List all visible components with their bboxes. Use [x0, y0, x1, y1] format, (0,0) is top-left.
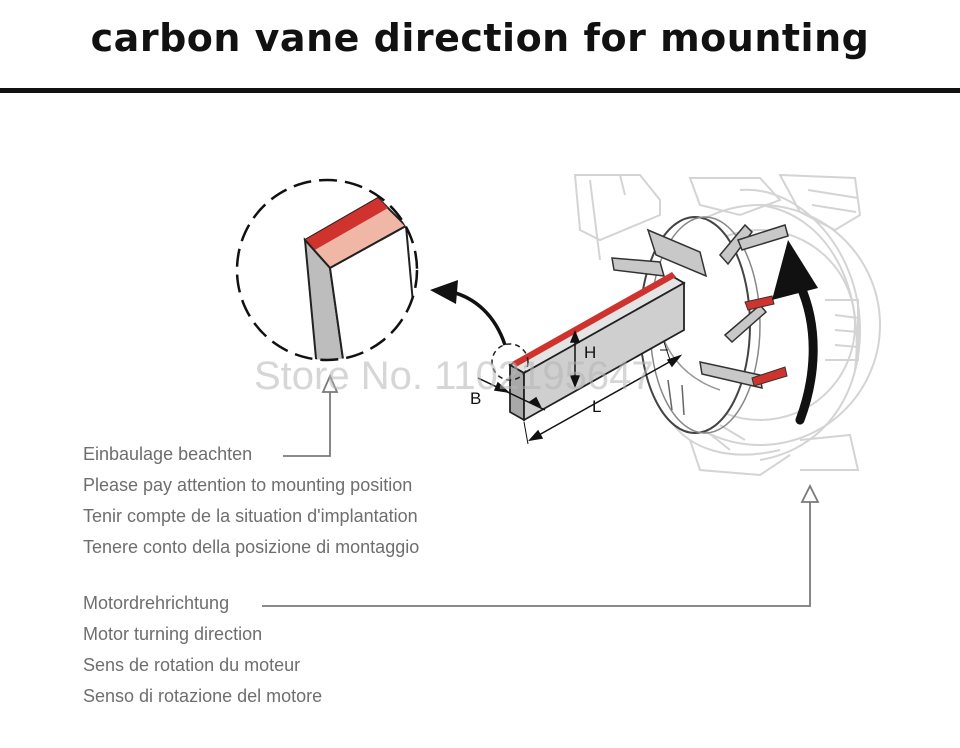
rotation-callout-line — [262, 483, 820, 607]
pump-housing-drawing — [573, 173, 881, 477]
magnified-detail — [235, 178, 419, 362]
watermark-text: Store No. 1102195647 — [254, 354, 654, 398]
dimension-b-label: B — [470, 389, 481, 408]
title-underline — [0, 88, 960, 93]
rotor — [611, 216, 789, 434]
magnify-arrow-icon — [430, 280, 507, 346]
dimension-lines — [477, 329, 683, 445]
header: carbon vane direction for mounting — [0, 0, 960, 93]
detail-marker-circle — [491, 343, 529, 381]
rotation-label-fr: Sens de rotation du moteur — [83, 655, 301, 675]
mounting-label-fr: Tenir compte de la situation d'implantat… — [83, 506, 418, 526]
rotation-label-de: Motordrehrichtung — [83, 593, 230, 613]
mounting-label-en: Please pay attention to mounting positio… — [83, 475, 413, 495]
mounting-label-de: Einbaulage beachten — [83, 444, 253, 464]
page-title: carbon vane direction for mounting — [90, 16, 870, 60]
rotation-label-en: Motor turning direction — [83, 624, 263, 644]
rotation-direction-labels: Motordrehrichtung Motor turning directio… — [83, 588, 322, 712]
carbon-vane — [508, 272, 686, 422]
mounting-callout-line — [283, 373, 339, 457]
rotation-label-it: Senso di rotazione del motore — [83, 686, 323, 706]
mounting-label-it: Tenere conto della posizione di montaggi… — [83, 537, 420, 557]
rotation-arrow-icon — [772, 240, 818, 425]
mounting-position-labels: Einbaulage beachten Please pay attention… — [83, 439, 419, 563]
dimension-h-label: H — [584, 343, 596, 362]
dimension-l-label: L — [592, 397, 601, 416]
